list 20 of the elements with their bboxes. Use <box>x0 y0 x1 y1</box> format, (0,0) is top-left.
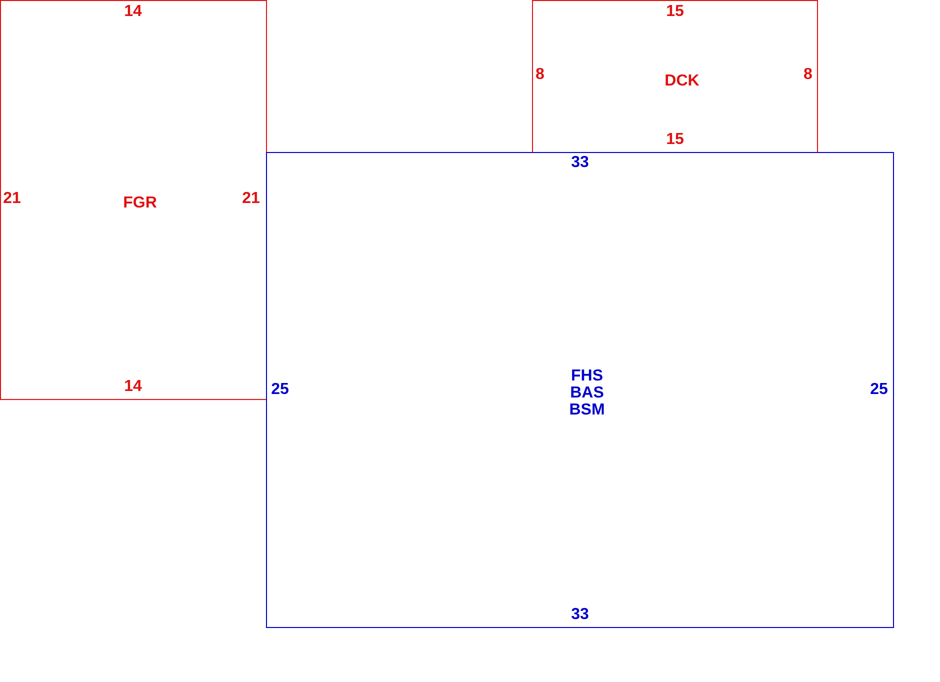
room-outline <box>266 152 894 628</box>
room-outline <box>532 0 818 153</box>
dimension-label: 25 <box>870 381 888 399</box>
room-label: BAS <box>570 384 604 402</box>
dimension-label: 14 <box>124 378 142 396</box>
dimension-label: 14 <box>124 3 142 21</box>
dimension-label: 21 <box>242 190 260 208</box>
dimension-label: 8 <box>804 66 812 84</box>
dimension-label: 15 <box>666 131 684 149</box>
dimension-label: 21 <box>3 190 21 208</box>
room-label: DCK <box>664 72 700 90</box>
dimension-label: 15 <box>666 3 684 21</box>
room-label: FGR <box>123 194 157 212</box>
room-label: BSM <box>569 402 605 418</box>
dimension-label: 33 <box>571 154 589 172</box>
dimension-label: 8 <box>536 66 544 84</box>
dimension-label: 33 <box>571 606 589 624</box>
room-label: FHS <box>571 368 603 384</box>
dimension-label: 25 <box>271 381 289 399</box>
room-outline <box>0 0 267 400</box>
